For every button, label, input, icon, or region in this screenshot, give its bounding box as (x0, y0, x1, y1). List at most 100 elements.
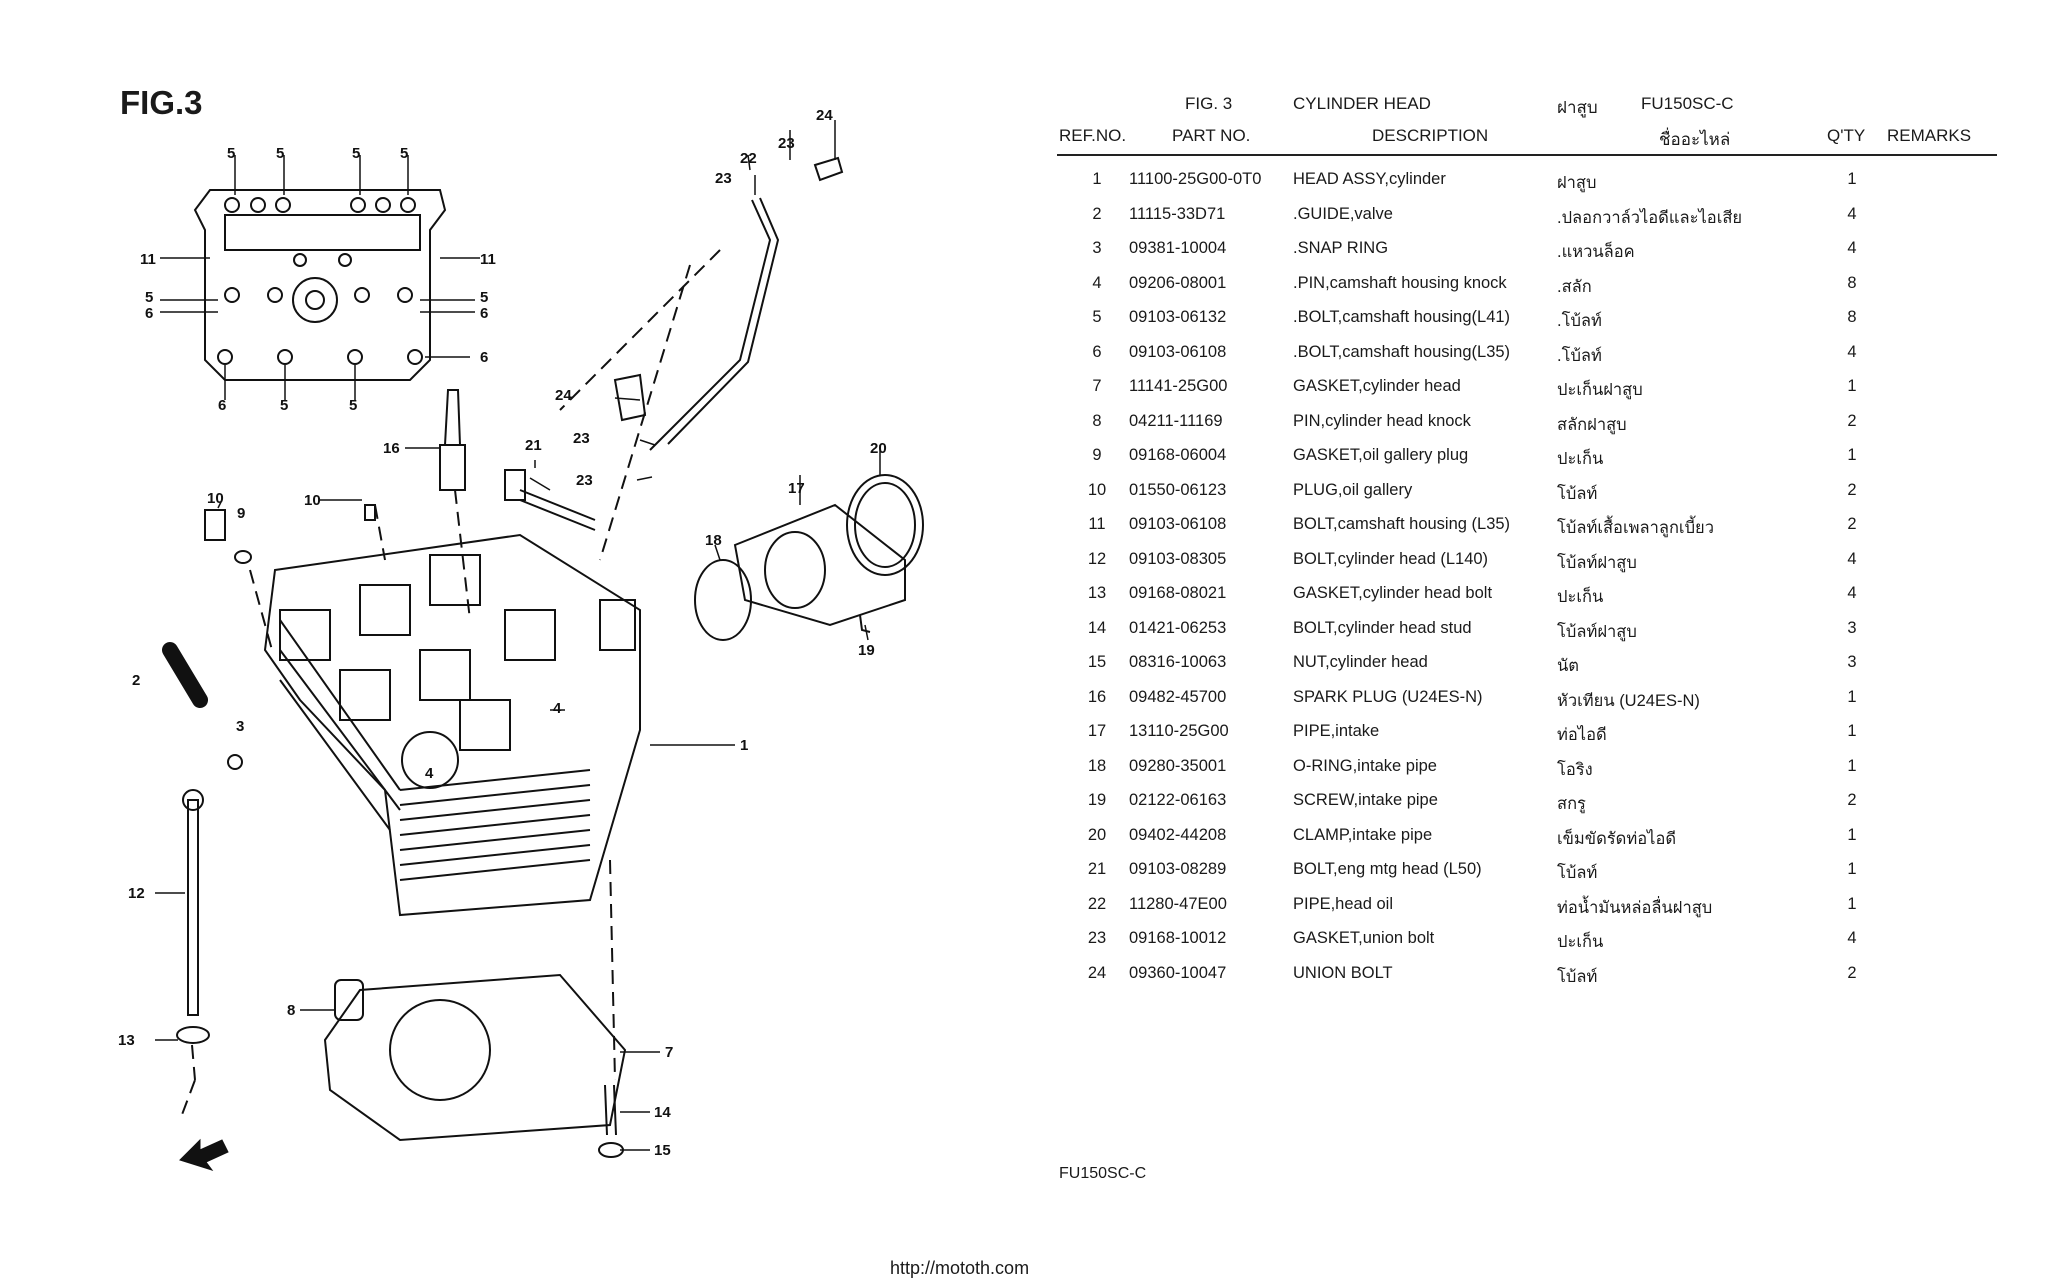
callout-2: 2 (132, 672, 140, 689)
col-qty: Q'TY (1827, 126, 1866, 145)
qty: 4 (1847, 584, 1857, 602)
cylinder-head-body (263, 533, 641, 917)
ref-no: 2 (1092, 204, 1102, 223)
footer-url[interactable]: http://mototh.com (890, 1258, 1030, 1278)
thai-name: ฝาสูบ (1557, 174, 1597, 192)
thai-name: ท่อไอดี (1557, 726, 1607, 744)
ref-no: 8 (1092, 411, 1102, 430)
callout-5: 5 (352, 145, 360, 162)
thai-name: โบ้ลท์เสื้อเพลาลูกเบี้ยว (1557, 519, 1714, 537)
ref-no: 9 (1092, 446, 1102, 464)
thai-name: .สลัก (1557, 277, 1592, 296)
callout-5: 5 (349, 397, 357, 414)
col-description: DESCRIPTION (1372, 126, 1489, 145)
ref-no: 22 (1087, 894, 1107, 913)
thai-name: สกรู (1557, 795, 1586, 813)
callout-5: 5 (480, 289, 488, 306)
cylinder-head-gasket (323, 973, 627, 1142)
header-divider (1057, 154, 1997, 156)
description: GASKET,cylinder head (1293, 377, 1461, 395)
callout-24: 24 (555, 387, 572, 404)
callout-6: 6 (218, 397, 226, 414)
header-name: CYLINDER HEAD (1293, 94, 1431, 113)
part-no: 11280-47E00 (1129, 894, 1227, 913)
callout-16: 16 (383, 440, 400, 457)
callout-14: 14 (654, 1104, 671, 1121)
thai-name: .โบ้ลท์ (1557, 346, 1602, 365)
description: GASKET,cylinder head bolt (1293, 584, 1493, 602)
ref-no: 7 (1092, 377, 1102, 395)
thai-name: .โบ้ลท์ (1557, 312, 1602, 330)
part-no: 09168-10012 (1129, 929, 1227, 947)
header-name-thai: ฝาสูบ (1557, 98, 1598, 117)
description: BOLT,cylinder head stud (1293, 618, 1472, 637)
thai-name: หัวเทียน (U24ES-N) (1557, 691, 1700, 710)
ref-no: 11 (1088, 515, 1106, 533)
description: GASKET,oil gallery plug (1293, 446, 1469, 464)
thai-name: โบ้ลท์ (1557, 864, 1598, 882)
qty: 4 (1847, 239, 1857, 257)
callout-21: 21 (525, 437, 542, 454)
qty: 4 (1847, 549, 1857, 568)
callout-5: 5 (145, 289, 153, 306)
description: .GUIDE,valve (1293, 204, 1393, 223)
qty: 1 (1847, 756, 1857, 775)
thai-name: นัต (1557, 657, 1579, 675)
spark-plug (439, 389, 466, 491)
col-part-no: PART NO. (1172, 126, 1251, 145)
union-bolt (813, 156, 844, 182)
ref-no: 10 (1087, 480, 1107, 499)
qty: 1 (1847, 722, 1857, 740)
description: .SNAP RING (1293, 239, 1389, 257)
thai-name: โบ้ลท์ฝาสูบ (1557, 553, 1637, 572)
ref-no: 6 (1092, 342, 1102, 361)
ref-no: 4 (1092, 273, 1102, 292)
ref-no: 15 (1087, 653, 1107, 671)
callout-23: 23 (573, 430, 590, 447)
qty: 2 (1847, 480, 1857, 499)
qty: 1 (1847, 170, 1857, 188)
ref-no: 19 (1087, 791, 1107, 809)
callout-10: 10 (207, 490, 224, 507)
col-thai-name: ชื่ออะไหล่ (1659, 130, 1731, 149)
footer-model-code: FU150SC-C (1059, 1165, 1147, 1182)
thai-name: โบ้ลท์ (1557, 484, 1598, 503)
ref-no: 17 (1087, 722, 1107, 740)
thai-name: เข็มขัดรัดท่อไอดี (1557, 829, 1677, 848)
callout-13: 13 (118, 1032, 135, 1049)
qty: 2 (1847, 515, 1857, 533)
qty: 1 (1847, 825, 1857, 844)
thai-name: ปะเก็น (1557, 933, 1604, 951)
ref-no: 12 (1087, 549, 1107, 568)
exploded-parts-diagram: 24 23 22 23 5 5 5 5 11 11 5 6 5 6 6 6 5 … (118, 107, 924, 1171)
thai-name: ปะเก็น (1557, 588, 1604, 606)
col-ref-no: REF.NO. (1059, 126, 1127, 145)
part-no: 09402-44208 (1129, 825, 1227, 844)
callout-20: 20 (870, 440, 887, 457)
description: PIPE,head oil (1293, 894, 1393, 913)
qty: 8 (1847, 273, 1857, 292)
callout-11: 11 (480, 251, 496, 268)
qty: 4 (1847, 204, 1857, 223)
description: BOLT,camshaft housing (L35) (1293, 515, 1511, 533)
description: UNION BOLT (1293, 963, 1393, 982)
part-no: 04211-11169 (1129, 411, 1223, 430)
ref-no: 18 (1087, 756, 1107, 775)
part-no: 13110-25G00 (1129, 722, 1229, 740)
callout-18: 18 (705, 532, 722, 549)
ref-no: 3 (1092, 239, 1102, 257)
callout-19: 19 (858, 642, 875, 659)
front-direction-arrow-icon (179, 1138, 229, 1171)
ref-no: 21 (1087, 860, 1107, 878)
